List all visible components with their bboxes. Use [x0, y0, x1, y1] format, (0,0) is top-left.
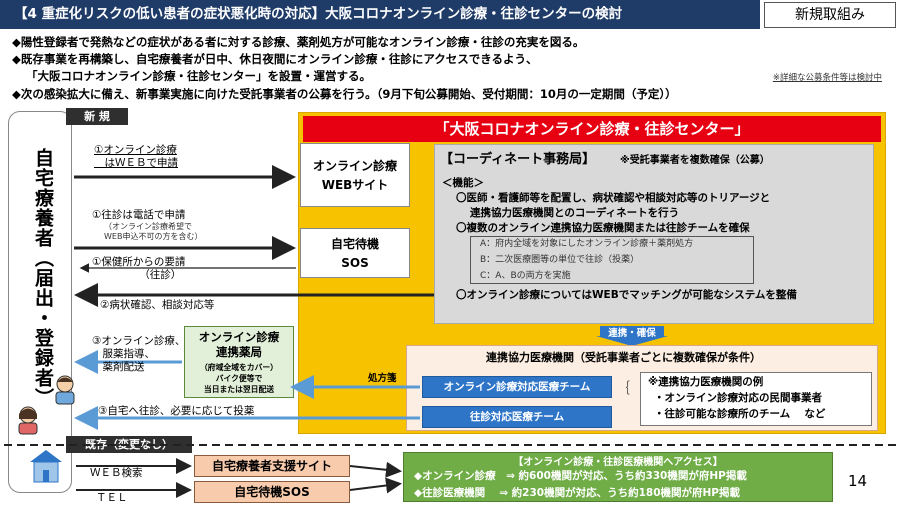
bullet-1: ◆陽性登録者で発熱などの症状がある者に対する診療、薬剤処方が可能なオンライン診療… — [12, 35, 585, 49]
pharmacy-note: （府域全域をカバー） バイク便等で 当日または翌日配送 — [200, 363, 278, 394]
option-list-box — [470, 236, 754, 284]
pharmacy-title: オンライン診療 連携薬局 — [198, 330, 280, 359]
tel-label: ＴＥＬ — [96, 492, 128, 504]
pharmacy-box — [184, 326, 294, 398]
home-visit-team: 往診対応医療チーム — [422, 406, 612, 428]
home-patient-title: 自宅療養者（届出・登録者） — [32, 148, 54, 408]
access-line-1: ◆オンライン診療 ⇒ 約600機関が対応、うち約330機関が府HP掲載 — [414, 470, 747, 482]
step2-label: ②病状確認、相談対応等 — [100, 299, 215, 311]
detail-note: ※詳細な公募条件等は検討中 — [772, 73, 882, 83]
page-number: 14 — [848, 472, 868, 490]
option-b: B：二次医療圏等の単位で往診（投薬） — [480, 255, 640, 265]
section-new-tag: 新 規 — [66, 108, 128, 125]
person-icon — [52, 375, 78, 405]
cooperate-arrow — [596, 326, 668, 346]
web-search-label: ＷＥＢ検索 — [90, 467, 143, 479]
coordination-note: ※受託事業者を複数確保（公募） — [620, 155, 770, 166]
bracket-icon: ｛ — [616, 381, 630, 397]
prescription-label: 処方箋 — [368, 373, 397, 384]
center-title: 「大阪コロナオンライン診療・往診センター」 — [303, 116, 881, 142]
coordination-office-box — [434, 144, 874, 324]
partner-example-title: ※連携協力医療機関の例 — [648, 376, 764, 388]
page-title: 【4 重症化リスクの低い患者の症状悪化時の対応】大阪コロナオンライン診療・往診セ… — [0, 0, 760, 29]
step3-online-label: ③オンライン診療、 服薬指導、 薬剤配送 — [92, 335, 186, 373]
partner-example-box — [640, 372, 872, 426]
section-existing-tag: 既存（変更なし） — [66, 436, 192, 453]
bullet-3: ◆次の感染拡大に備え、新事業実施に向けた受託事業者の公募を行う。（9月下旬公募開… — [12, 87, 677, 101]
new-initiative-tag: 新規取組み — [764, 2, 896, 28]
partner-example-2: ・往診可能な診療所のチーム など — [654, 408, 826, 420]
function-label: ＜機能＞ — [442, 177, 484, 189]
coord-line-1: 〇医師・看護師等を配置し、病状確認や相談対応等のトリアージと — [456, 192, 771, 204]
home-sos-box: 自宅待機 SOS — [300, 228, 410, 278]
access-line-2: ◆往診医療機関 ⇒ 約230機関が対応、うち約180機関が府HP掲載 — [414, 487, 741, 499]
existing-sos-box: 自宅待機SOS — [194, 481, 350, 503]
coord-line-3: 〇複数のオンライン連携協力医療機関または往診チームを確保 — [456, 222, 750, 234]
bullet-2-cont: 「大阪コロナオンライン診療・往診センター」を設置・運営する。 — [26, 69, 371, 83]
person-icon — [14, 405, 42, 435]
coord-line-4: 〇オンライン診療についてはWEBでマッチングが可能なシステムを整備 — [456, 289, 797, 301]
step3-visit-label: ③自宅へ往診、必要に応じて投薬 — [98, 405, 255, 417]
house-icon — [28, 448, 64, 484]
step1-phone-label: ①往診は電話で申請 — [92, 209, 186, 221]
option-c: C：A、Bの両方を実施 — [480, 271, 571, 281]
step1-health-center-label: ①保健所からの要請 （往診） — [92, 256, 186, 281]
access-title: 【オンライン診療・往診医療機関へアクセス】 — [513, 457, 723, 468]
step1-phone-sub: （オンライン診療希望で WEB申込不可の方を含む） — [104, 222, 203, 241]
access-info-box — [403, 452, 833, 502]
support-site-box: 自宅療養者支援サイト — [194, 455, 350, 477]
coord-line-2: 連携協力医療機関とのコーディネートを行う — [470, 207, 680, 219]
online-web-site-box: オンライン診療 WEBサイト — [300, 143, 410, 207]
bullet-2: ◆既存事業を再構築し、自宅療養者が日中、休日夜間にオンライン診療・往診にアクセス… — [12, 52, 538, 66]
partner-title: 連携協力医療機関（受託事業者ごとに複数確保が条件） — [486, 351, 761, 364]
online-care-team: オンライン診療対応医療チーム — [422, 376, 612, 398]
partner-example-1: ・オンライン診療対応の民間事業者 — [654, 392, 822, 404]
cooperate-label: 連携・確保 — [608, 328, 656, 339]
coordination-title: 【コーディネート事務局】 — [440, 152, 596, 167]
step1-web-label: ①オンライン診療 はＷＥＢで申請 — [94, 144, 178, 169]
option-a: A：府内全域を対象にしたオンライン診療＋薬剤処方 — [480, 239, 694, 249]
